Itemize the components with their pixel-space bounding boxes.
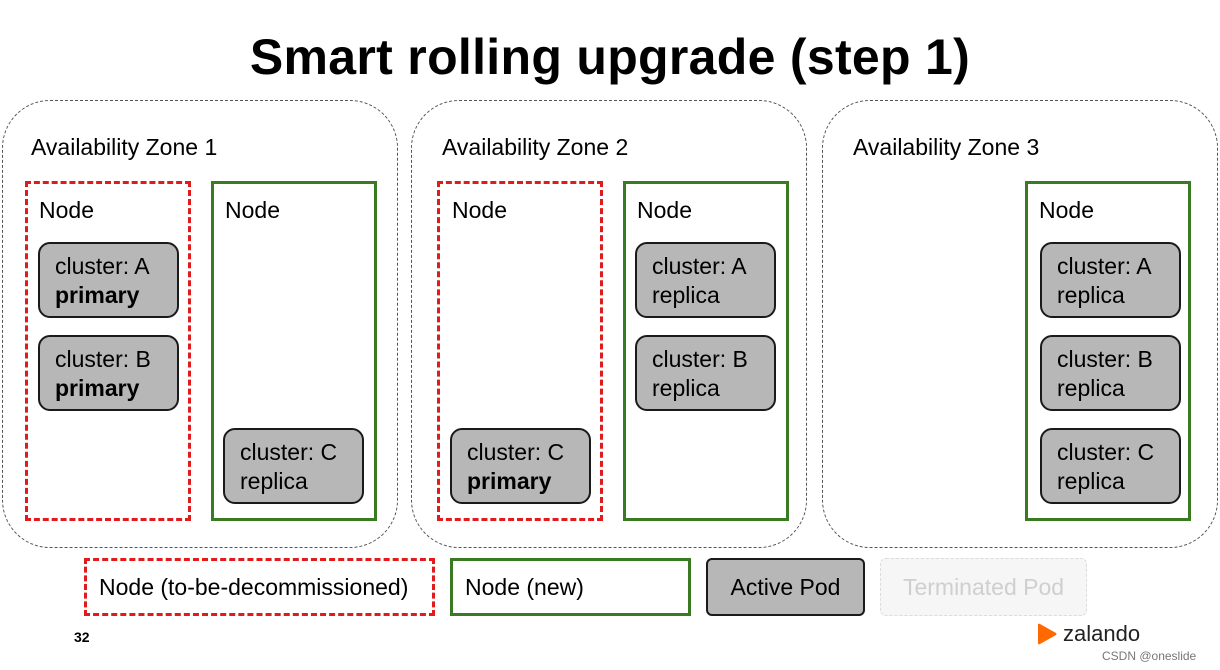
pod-cluster: cluster: B: [652, 346, 748, 372]
zone-3-label: Availability Zone 3: [853, 134, 1040, 160]
availability-zone-3: [822, 100, 1218, 548]
node-new: [623, 181, 789, 521]
pod-cluster: cluster: A: [652, 253, 747, 279]
pod-cluster: cluster: C: [467, 439, 565, 465]
legend-new-node: Node (new): [450, 558, 691, 616]
pod-cluster: cluster: B: [1057, 346, 1153, 372]
active-pod: cluster: C primary: [450, 428, 591, 504]
zalando-logo-icon: [1038, 623, 1057, 645]
zalando-logo: zalando: [1036, 621, 1140, 647]
node-label: Node: [225, 197, 280, 223]
pod-role: replica: [1057, 468, 1125, 494]
node-to-be-decommissioned: [25, 181, 191, 521]
active-pod: cluster: A primary: [38, 242, 179, 318]
pod-cluster: cluster: A: [1057, 253, 1152, 279]
pod-role: replica: [652, 375, 720, 401]
zone-2-label: Availability Zone 2: [442, 134, 629, 160]
active-pod: cluster: C replica: [1040, 428, 1181, 504]
pod-role: replica: [240, 468, 308, 494]
active-pod: cluster: A replica: [1040, 242, 1181, 318]
node-to-be-decommissioned: [437, 181, 603, 521]
watermark: CSDN @oneslide: [1102, 649, 1197, 663]
zone-1-label: Availability Zone 1: [31, 134, 218, 160]
active-pod: cluster: C replica: [223, 428, 364, 504]
pod-cluster: cluster: C: [240, 439, 338, 465]
pod-cluster: cluster: B: [55, 346, 151, 372]
active-pod: cluster: B replica: [1040, 335, 1181, 411]
legend-terminated-pod: Terminated Pod: [880, 558, 1087, 616]
pod-role: primary: [467, 468, 552, 494]
pod-role: replica: [1057, 375, 1125, 401]
node-new: [211, 181, 377, 521]
page-number: 32: [74, 629, 90, 645]
pod-cluster: cluster: A: [55, 253, 150, 279]
pod-cluster: cluster: C: [1057, 439, 1155, 465]
node-label: Node: [452, 197, 507, 223]
pod-role: primary: [55, 375, 140, 401]
pod-role: replica: [652, 282, 720, 308]
slide-title: Smart rolling upgrade (step 1): [249, 29, 971, 85]
pod-role: primary: [55, 282, 140, 308]
legend-decommissioned-node: Node (to-be-decommissioned): [84, 558, 435, 616]
pod-role: replica: [1057, 282, 1125, 308]
active-pod: cluster: B replica: [635, 335, 776, 411]
legend-active-pod: Active Pod: [706, 558, 865, 616]
availability-zone-2: [411, 100, 807, 548]
node-label: Node: [1039, 197, 1094, 223]
node-label: Node: [637, 197, 692, 223]
active-pod: cluster: A replica: [635, 242, 776, 318]
node-new: [1025, 181, 1191, 521]
active-pod: cluster: B primary: [38, 335, 179, 411]
availability-zone-1: [2, 100, 398, 548]
brand-name: zalando: [1063, 621, 1141, 646]
node-label: Node: [39, 197, 94, 223]
